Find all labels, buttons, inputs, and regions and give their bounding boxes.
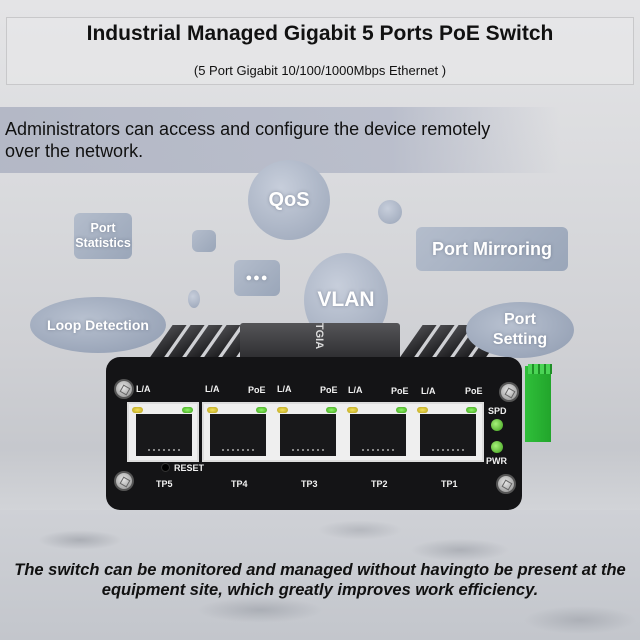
footer-description: The switch can be monitored and managed … <box>14 561 626 599</box>
mounting-screw-icon <box>496 474 516 494</box>
rj45-port-tp5[interactable] <box>136 414 192 456</box>
marble-floor-background <box>0 510 640 640</box>
intro-text: Administrators can access and configure … <box>5 119 491 161</box>
page-title: Industrial Managed Gigabit 5 Ports PoE S… <box>86 22 554 45</box>
small-sphere-decoration <box>378 200 402 224</box>
reset-button[interactable] <box>161 463 170 472</box>
tp4-poe-led <box>256 407 267 413</box>
tp1-poe-led <box>466 407 477 413</box>
more-dots-icon: ●●● <box>245 272 269 284</box>
tp3-link-led <box>277 407 288 413</box>
qos-bubble: QoS <box>248 160 330 240</box>
port-statistics-bubble: Port Statistics <box>74 213 132 259</box>
tp3-label: TP3 <box>301 479 318 489</box>
tp5-la-label: L/A <box>136 384 151 394</box>
brand-logo: TGIA <box>313 322 326 350</box>
port-setting-label-line1: Port <box>504 311 536 328</box>
mounting-screw-icon <box>114 471 134 491</box>
port-statistics-label-line2: Statistics <box>75 236 131 250</box>
tp3-poe-label: PoE <box>320 385 338 395</box>
tp5-link-led <box>132 407 143 413</box>
tp5-speed-led <box>182 407 193 413</box>
pwr-led <box>491 441 503 453</box>
tp1-poe-label: PoE <box>465 386 483 396</box>
qos-label: QoS <box>268 188 310 211</box>
tp3-la-label: L/A <box>277 384 292 394</box>
tp5-label: TP5 <box>156 479 173 489</box>
pwr-label: PWR <box>486 456 507 466</box>
tp2-label: TP2 <box>371 479 388 489</box>
port-statistics-label-line1: Port <box>90 221 116 235</box>
loop-detection-bubble: Loop Detection <box>30 297 166 353</box>
spd-led <box>491 419 503 431</box>
tp2-poe-led <box>396 407 407 413</box>
port-mirroring-label: Port Mirroring <box>432 238 552 259</box>
tp2-poe-label: PoE <box>391 386 409 396</box>
rj45-port-tp3[interactable] <box>280 414 336 456</box>
port-mirroring-bubble: Port Mirroring <box>416 227 568 271</box>
tp2-la-label: L/A <box>348 385 363 395</box>
heatsink-fins-left <box>147 325 259 361</box>
tiny-sphere-decoration <box>188 290 200 308</box>
small-square-decoration <box>192 230 216 252</box>
terminal-block-screws <box>528 364 552 374</box>
rj45-port-tp2[interactable] <box>350 414 406 456</box>
vlan-label: VLAN <box>317 288 375 311</box>
dots-bubble: ●●● <box>234 260 280 296</box>
rj45-port-tp1[interactable] <box>420 414 476 456</box>
page-subtitle: (5 Port Gigabit 10/100/1000Mbps Ethernet… <box>193 63 447 78</box>
loop-detection-label: Loop Detection <box>47 317 149 333</box>
title-box <box>6 17 634 85</box>
tp2-link-led <box>347 407 358 413</box>
tp4-poe-label: PoE <box>248 385 266 395</box>
tp4-la-label: L/A <box>205 384 220 394</box>
port-setting-label-line2: Setting <box>492 331 548 348</box>
rj45-port-tp4[interactable] <box>210 414 266 456</box>
mounting-screw-icon <box>499 382 519 402</box>
device-top-plate <box>240 323 400 361</box>
power-terminal-block <box>525 366 551 442</box>
mounting-screw-icon <box>114 379 134 399</box>
spd-label: SPD <box>488 406 507 416</box>
tp4-label: TP4 <box>231 479 248 489</box>
tp3-poe-led <box>326 407 337 413</box>
tp1-link-led <box>417 407 428 413</box>
tp4-link-led <box>207 407 218 413</box>
tp1-label: TP1 <box>441 479 458 489</box>
reset-label: RESET <box>174 463 205 473</box>
port-setting-bubble: Port Setting <box>466 302 574 358</box>
tp1-la-label: L/A <box>421 386 436 396</box>
